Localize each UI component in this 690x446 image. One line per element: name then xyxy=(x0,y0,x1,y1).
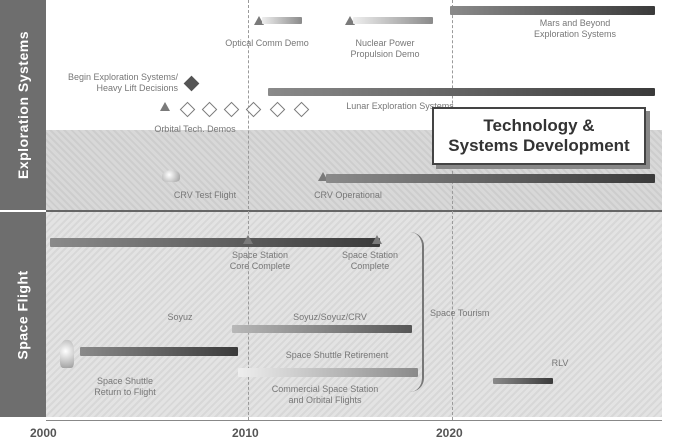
axis-line xyxy=(46,420,662,421)
year-gridline-2020 xyxy=(452,0,453,420)
orbital-tech-label: Orbital Tech. Demos xyxy=(154,124,236,134)
space-tourism-brace xyxy=(410,232,424,392)
shuttle-operations-bar xyxy=(80,347,238,356)
rlv-label: RLV xyxy=(551,358,569,368)
exploration-systems-band: Exploration Systems xyxy=(0,0,46,210)
milestone-triangle xyxy=(243,235,253,244)
space-flight-band: Space Flight xyxy=(0,212,46,417)
space-flight-label: Space Flight xyxy=(15,269,32,360)
optical-comm-label: Optical Comm Demo xyxy=(225,38,309,48)
nuclear-power-bar xyxy=(353,17,433,24)
soyuz-crv-label: Soyuz/Soyuz/CRV xyxy=(293,312,367,322)
crv-operational-label: CRV Operational xyxy=(314,190,382,200)
rlv-bar xyxy=(493,378,553,384)
axis-tick-2000: 2000 xyxy=(30,426,57,440)
commercial-bar xyxy=(238,368,418,377)
space-tourism-label: Space Tourism xyxy=(430,308,490,318)
begin-exploration-label: Begin Exploration Systems/ Heavy Lift De… xyxy=(67,72,178,93)
soyuz-crv-bar xyxy=(232,325,412,333)
exploration-systems-label: Exploration Systems xyxy=(15,31,31,179)
milestone-triangle xyxy=(160,102,170,111)
space-station-complete-label: Space Station Complete xyxy=(341,250,399,271)
year-axis: 2000 2010 2020 xyxy=(0,420,690,446)
technology-systems-callout: Technology & Systems Development xyxy=(432,107,646,165)
callout-line-1: Technology & xyxy=(483,116,595,135)
mars-beyond-label: Mars and Beyond Exploration Systems xyxy=(533,18,617,39)
crv-vehicle-icon xyxy=(162,170,180,182)
optical-comm-bar xyxy=(262,17,302,24)
section-divider xyxy=(46,210,662,212)
space-station-core-label: Space Station Core Complete xyxy=(229,250,291,271)
milestone-triangle xyxy=(254,16,264,25)
crv-test-flight-label: CRV Test Flight xyxy=(173,190,237,200)
callout-line-2: Systems Development xyxy=(448,136,630,155)
year-gridline-2010 xyxy=(248,0,249,420)
axis-tick-2010: 2010 xyxy=(232,426,259,440)
shuttle-icon xyxy=(60,340,74,368)
milestone-triangle xyxy=(345,16,355,25)
soyuz-label: Soyuz xyxy=(167,312,193,322)
axis-tick-2020: 2020 xyxy=(436,426,463,440)
shuttle-retirement-label: Space Shuttle Retirement xyxy=(285,350,389,360)
lunar-exploration-bar xyxy=(268,88,655,96)
milestone-triangle xyxy=(318,172,328,181)
milestone-triangle xyxy=(372,235,382,244)
mars-beyond-bar xyxy=(450,6,655,15)
space-station-bar xyxy=(50,238,380,247)
crv-operational-bar xyxy=(326,174,655,183)
commercial-label: Commercial Space Station and Orbital Fli… xyxy=(271,384,379,405)
lunar-exploration-label: Lunar Exploration Systems xyxy=(346,101,454,111)
nuclear-power-label: Nuclear Power Propulsion Demo xyxy=(350,38,420,59)
return-to-flight-label: Space Shuttle Return to Flight xyxy=(94,376,156,397)
